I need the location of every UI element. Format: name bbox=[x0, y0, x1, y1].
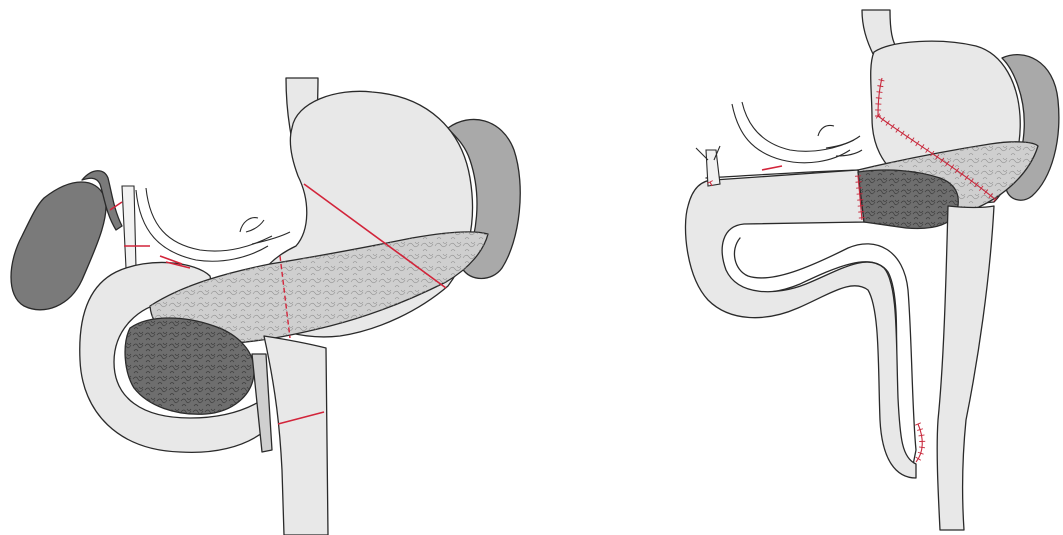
suture-stitch bbox=[856, 182, 862, 183]
suture-stitch bbox=[858, 212, 864, 213]
panel-before bbox=[11, 78, 520, 535]
gallbladder bbox=[11, 182, 106, 310]
suture-stitch bbox=[859, 218, 865, 219]
panel-after bbox=[685, 10, 1058, 530]
efferent-limb bbox=[937, 206, 994, 530]
suture-stitch bbox=[857, 194, 863, 195]
suture-stitch bbox=[919, 447, 925, 448]
suture-stitch bbox=[857, 200, 863, 201]
suture-stitch bbox=[876, 98, 882, 99]
suture-stitch bbox=[856, 188, 862, 189]
suture-stitch bbox=[919, 435, 925, 436]
suture-stitch bbox=[858, 206, 864, 207]
bile-duct-stub bbox=[706, 150, 720, 186]
hepatic-artery-remnant bbox=[732, 102, 862, 170]
suture-stitch bbox=[855, 176, 861, 177]
hepatic-artery-branches bbox=[136, 188, 290, 261]
common-bile-duct bbox=[122, 186, 136, 268]
jejunum bbox=[264, 336, 328, 535]
artery-ligation-after bbox=[762, 166, 782, 170]
